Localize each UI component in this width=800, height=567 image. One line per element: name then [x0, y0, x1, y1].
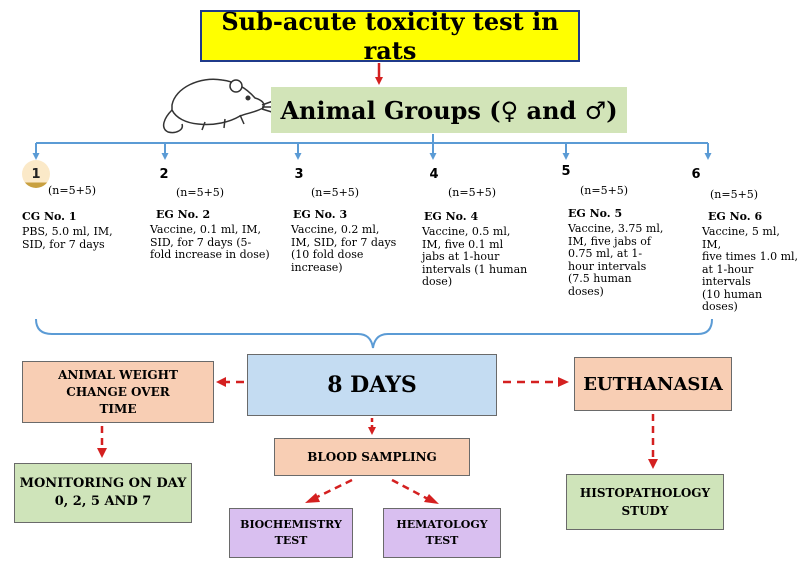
group-description: Vaccine, 3.75 ml, IM, five jabs of 0.75 … [568, 222, 686, 298]
group-count: (n=5+5) [311, 186, 360, 199]
description-line: 0.75 ml, at 1- [568, 247, 643, 260]
diagram-title: Sub-acute toxicity test in rats [221, 7, 559, 65]
group-name: EG No. 5 [568, 207, 623, 220]
group-number: 5 [561, 163, 571, 179]
euthanasia-label: EUTHANASIA [583, 373, 723, 395]
description-line: Vaccine, 3.75 ml, [568, 222, 664, 235]
arrow-blood-to-hema [391, 478, 429, 501]
hematology-line: TEST [425, 534, 459, 547]
group-count: (n=5+5) [176, 186, 225, 199]
group-description: PBS, 5.0 ml, IM, SID, for 7 days [22, 225, 140, 251]
days-label: 8 DAYS [327, 372, 417, 398]
group-description: Vaccine, 5 ml, IM, five times 1.0 ml, at… [702, 225, 800, 314]
group-3: 3 (n=5+5) EG No. 3 Vaccine, 0.2 ml, IM, … [285, 160, 410, 320]
weight-line: TIME [99, 401, 137, 416]
description-line: increase) [291, 260, 343, 274]
description-line: five times 1.0 ml, [702, 250, 799, 263]
description-line: IM, five 0.1 ml [422, 237, 504, 251]
group-name: EG No. 4 [424, 210, 479, 223]
biochemistry-line: BIOCHEMISTRY [240, 518, 342, 531]
biochemistry-test-box: BIOCHEMISTRY TEST [229, 508, 353, 558]
hematology-line: HEMATOLOGY [396, 518, 488, 531]
animal-groups-box: Animal Groups (♀ and ♂) [271, 87, 627, 133]
monitoring-box: MONITORING ON DAY 0, 2, 5 AND 7 [14, 463, 192, 523]
description-line: SID, for 7 days (5- [150, 235, 252, 249]
group-4: 4 (n=5+5) EG No. 4 Vaccine, 0.5 ml, IM, … [418, 160, 543, 320]
title-box: Sub-acute toxicity test in rats [200, 7, 580, 65]
animal-groups-label: Animal Groups (♀ and ♂) [280, 95, 618, 125]
monitoring-label: MONITORING ON DAY 0, 2, 5 AND 7 [20, 475, 187, 511]
group-number: 1 [31, 166, 41, 182]
group-number: 6 [691, 166, 701, 182]
description-line: at 1-hour intervals [702, 262, 754, 288]
biochemistry-line: TEST [274, 534, 308, 547]
group-name: EG No. 6 [708, 210, 763, 223]
group-number-icon: 1 [22, 160, 50, 188]
description-line: IM, five jabs of [568, 234, 652, 248]
rat-illustration [162, 78, 277, 134]
group-name: EG No. 3 [293, 208, 348, 221]
description-line: IM, SID, for 7 days [291, 235, 397, 249]
group-number: 2 [159, 166, 169, 182]
group-name: CG No. 1 [22, 210, 77, 223]
arrow-blood-to-biochem [312, 478, 353, 501]
histopathology-box: HISTOPATHOLOGY STUDY [566, 474, 724, 530]
description-line: intervals (1 human [422, 262, 528, 276]
weight-line: ANIMAL WEIGHT [58, 367, 178, 382]
group-count: (n=5+5) [448, 186, 497, 199]
group-6: 6 (n=5+5) EG No. 6 Vaccine, 5 ml, IM, fi… [680, 160, 798, 320]
histopathology-line: HISTOPATHOLOGY [579, 486, 711, 500]
monitoring-line: 0, 2, 5 AND 7 [54, 494, 152, 509]
group-1: 1 (n=5+5) CG No. 1 PBS, 5.0 ml, IM, SID,… [18, 160, 138, 320]
description-line: doses) [568, 284, 604, 298]
description-line: PBS, 5.0 ml, IM, [22, 225, 113, 238]
group-number: 4 [429, 166, 439, 182]
hematology-label: HEMATOLOGY TEST [396, 517, 487, 549]
blood-sampling-box: BLOOD SAMPLING [274, 438, 470, 476]
group-count: (n=5+5) [710, 188, 759, 201]
histopathology-line: STUDY [621, 504, 669, 518]
histopathology-label: HISTOPATHOLOGY STUDY [580, 484, 710, 520]
biochemistry-label: BIOCHEMISTRY TEST [240, 517, 342, 549]
group-count: (n=5+5) [48, 184, 97, 197]
group-5: 5 (n=5+5) EG No. 5 Vaccine, 3.75 ml, IM,… [550, 157, 675, 317]
description-line: (7.5 human [568, 272, 632, 285]
description-line: (10 fold dose [291, 248, 364, 261]
animal-weight-box: ANIMAL WEIGHT CHANGE OVER TIME [22, 361, 214, 423]
description-line: jabs at 1-hour [422, 250, 500, 263]
eight-days-box: 8 DAYS [247, 354, 497, 416]
description-line: Vaccine, 5 ml, IM, [702, 225, 780, 251]
group-number-icon: 3 [285, 160, 313, 188]
description-line: Vaccine, 0.5 ml, [422, 225, 511, 238]
description-line: (10 human doses) [702, 287, 763, 313]
group-number-icon: 4 [420, 160, 448, 188]
description-line: SID, for 7 days [22, 237, 105, 251]
group-number: 3 [294, 166, 304, 182]
group-name: EG No. 2 [156, 208, 211, 221]
blood-sampling-label: BLOOD SAMPLING [307, 450, 437, 464]
hematology-test-box: HEMATOLOGY TEST [383, 508, 501, 558]
group-count: (n=5+5) [580, 184, 629, 197]
group-description: Vaccine, 0.1 ml, IM, SID, for 7 days (5-… [150, 223, 282, 262]
group-2: 2 (n=5+5) EG No. 2 Vaccine, 0.1 ml, IM, … [148, 160, 278, 320]
group-description: Vaccine, 0.2 ml, IM, SID, for 7 days (10… [291, 223, 409, 274]
monitoring-line: MONITORING ON DAY [19, 476, 187, 491]
weight-label: ANIMAL WEIGHT CHANGE OVER TIME [58, 367, 178, 418]
euthanasia-box: EUTHANASIA [574, 357, 732, 411]
group-description: Vaccine, 0.5 ml, IM, five 0.1 ml jabs at… [422, 225, 540, 289]
description-line: fold increase in dose) [150, 248, 270, 261]
groups-bracket [35, 318, 713, 349]
description-line: dose) [422, 275, 453, 288]
description-line: Vaccine, 0.1 ml, IM, [150, 223, 261, 236]
weight-line: CHANGE OVER [66, 384, 170, 399]
group-number-icon: 6 [682, 160, 710, 188]
group-number-icon: 2 [150, 160, 178, 188]
description-line: Vaccine, 0.2 ml, [291, 223, 380, 236]
description-line: hour intervals [568, 259, 647, 273]
group-number-icon: 5 [552, 157, 580, 185]
